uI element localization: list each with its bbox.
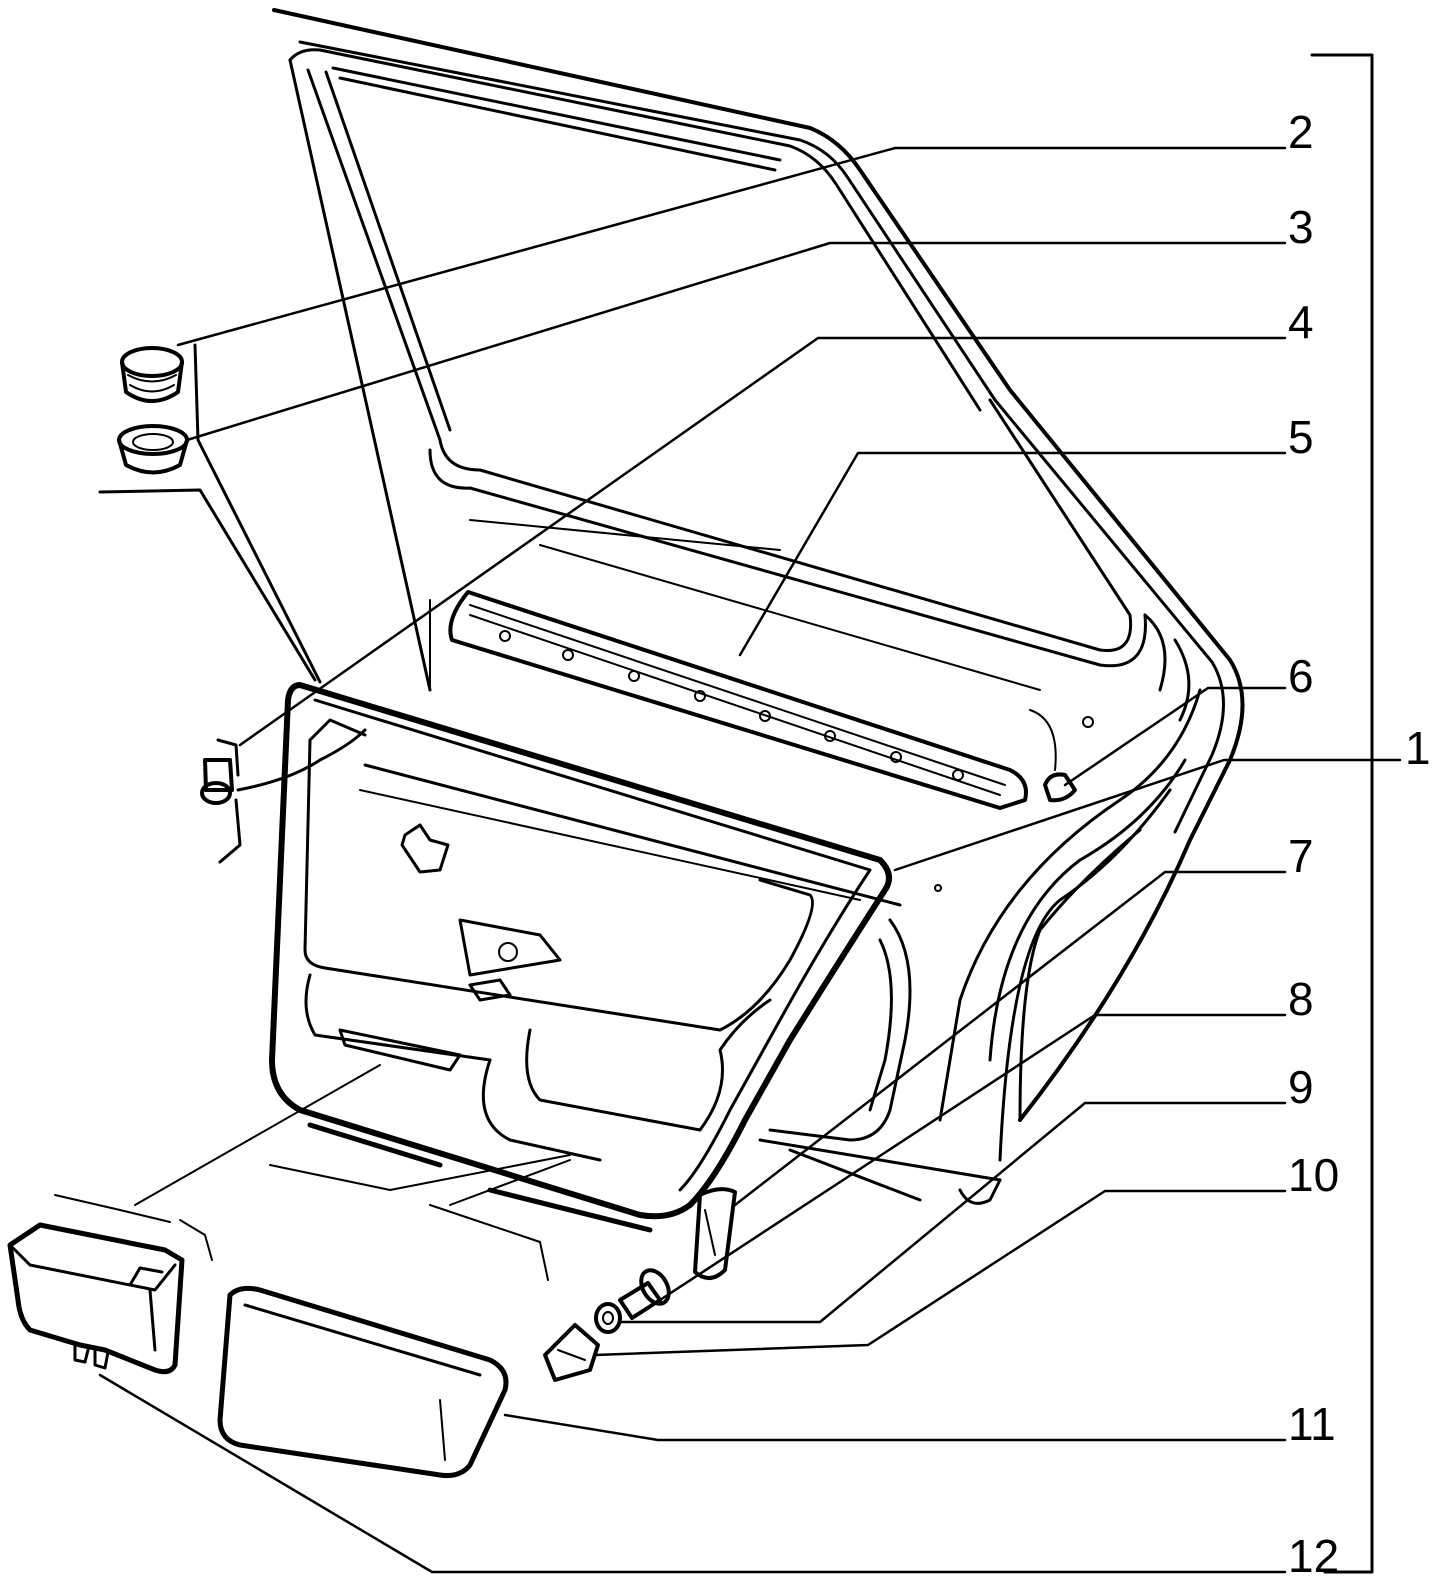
bolt — [618, 1268, 671, 1320]
grommet — [117, 424, 189, 475]
upper-trim-strip — [448, 590, 1028, 810]
callout-1: 1 — [1405, 722, 1431, 774]
clip — [1043, 772, 1077, 803]
door-shell — [272, 8, 1245, 1205]
washer — [594, 1302, 622, 1334]
callout-labels: 2 3 4 5 6 1 7 8 9 10 11 12 — [1288, 106, 1431, 1582]
trim-screw — [200, 728, 367, 864]
pad — [693, 1187, 737, 1280]
lamp-lens — [217, 1285, 509, 1478]
callout-2: 2 — [1288, 106, 1314, 158]
lamp-housing — [7, 1194, 185, 1375]
callout-7: 7 — [1288, 830, 1314, 882]
leader-lines — [98, 146, 1402, 1574]
callout-6: 6 — [1288, 650, 1314, 702]
callout-11: 11 — [1288, 1398, 1336, 1450]
callout-4: 4 — [1288, 296, 1314, 348]
callout-3: 3 — [1288, 201, 1314, 253]
callout-10: 10 — [1288, 1149, 1339, 1201]
plug-cap — [120, 346, 184, 403]
group-bracket — [1310, 53, 1374, 1574]
callout-8: 8 — [1288, 973, 1314, 1025]
callout-12: 12 — [1288, 1530, 1339, 1582]
bulb-holder — [543, 1323, 600, 1382]
callout-9: 9 — [1288, 1061, 1314, 1113]
door-trim-panel — [269, 682, 902, 1233]
callout-5: 5 — [1288, 411, 1314, 463]
